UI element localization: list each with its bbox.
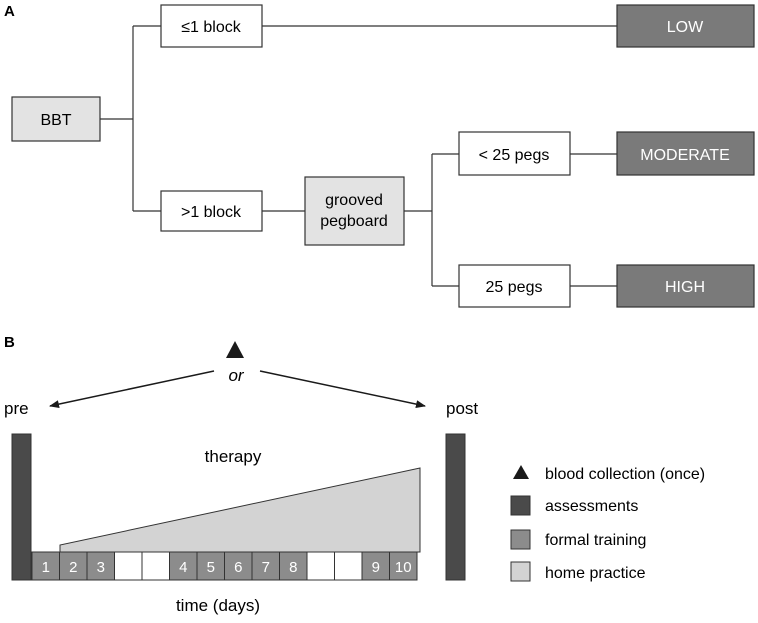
day-cell-training	[279, 551, 308, 581]
arrow-to-pre	[49, 370, 215, 409]
day-label: 7	[262, 559, 270, 576]
arrow-to-post	[259, 370, 426, 409]
legend-swatch-formal-training	[510, 529, 531, 550]
svg-text:≤1 block: ≤1 block	[181, 19, 241, 36]
panel-b-letter: B	[4, 334, 15, 351]
outcome-low: LOW	[616, 4, 755, 48]
svg-text:< 25 pegs: < 25 pegs	[479, 147, 550, 164]
day-cell-training	[251, 551, 280, 581]
day-cell-training	[59, 551, 88, 581]
bbt-node: BBT	[11, 96, 101, 142]
day-label: 1	[42, 559, 50, 576]
or-label: or	[228, 366, 244, 385]
day-label: 9	[372, 559, 380, 576]
day-label: 10	[395, 559, 412, 576]
home-practice-ramp	[59, 467, 421, 553]
day-label: 8	[289, 559, 297, 576]
day-cell-training	[361, 551, 390, 581]
post-label: post	[446, 399, 478, 418]
day-cell-training	[86, 551, 115, 581]
day-label: 2	[69, 559, 77, 576]
grooved-pegboard-node: grooved pegboard	[304, 176, 405, 246]
day-label: 4	[179, 559, 187, 576]
legend-swatch-assessments	[510, 495, 531, 516]
assessment-bar-post	[445, 433, 466, 581]
day-cell-rest	[114, 551, 143, 581]
panel-a-letter: A	[4, 3, 15, 20]
svg-text:MODERATE: MODERATE	[640, 147, 729, 164]
outcome-high: HIGH	[616, 264, 755, 308]
pre-label: pre	[4, 399, 29, 418]
day-cell-training	[389, 551, 418, 581]
day-cell-training	[31, 551, 60, 581]
svg-text:BBT: BBT	[40, 112, 71, 129]
legend-triangle-icon	[513, 465, 529, 479]
legend-home-practice: home practice	[545, 565, 646, 582]
svg-text:LOW: LOW	[667, 19, 704, 36]
legend-assessments: assessments	[545, 498, 638, 515]
lt25-pegs-node: < 25 pegs	[458, 131, 571, 176]
triangle-icon	[226, 341, 244, 358]
day-cell-training	[224, 551, 253, 581]
svg-text:grooved: grooved	[325, 192, 383, 209]
day-cells: 1 2 3 4 5 6 7 8 9 10	[31, 551, 418, 581]
therapy-label: therapy	[205, 447, 262, 466]
day-cell-rest	[141, 551, 170, 581]
day-cell-training	[196, 551, 225, 581]
svg-text:25 pegs: 25 pegs	[486, 279, 543, 296]
legend-formal-training: formal training	[545, 532, 646, 549]
day-cell-rest	[306, 551, 335, 581]
legend: blood collection (once) assessments form…	[510, 465, 705, 582]
svg-text:pegboard: pegboard	[320, 213, 388, 230]
le1-block-node: ≤1 block	[160, 4, 263, 48]
day-label: 6	[234, 559, 242, 576]
legend-blood-collection: blood collection (once)	[545, 466, 705, 483]
outcome-moderate: MODERATE	[616, 131, 755, 176]
day-label: 3	[97, 559, 105, 576]
legend-swatch-home-practice	[510, 561, 531, 582]
gt1-block-node: >1 block	[160, 190, 263, 232]
tree-connectors	[100, 25, 617, 287]
day-cell-rest	[334, 551, 363, 581]
svg-text:HIGH: HIGH	[665, 279, 705, 296]
day-label: 5	[207, 559, 215, 576]
svg-text:>1 block: >1 block	[181, 204, 242, 221]
assessment-bar-pre	[11, 433, 32, 581]
25-pegs-node: 25 pegs	[458, 264, 571, 308]
time-axis-label: time (days)	[176, 596, 260, 615]
